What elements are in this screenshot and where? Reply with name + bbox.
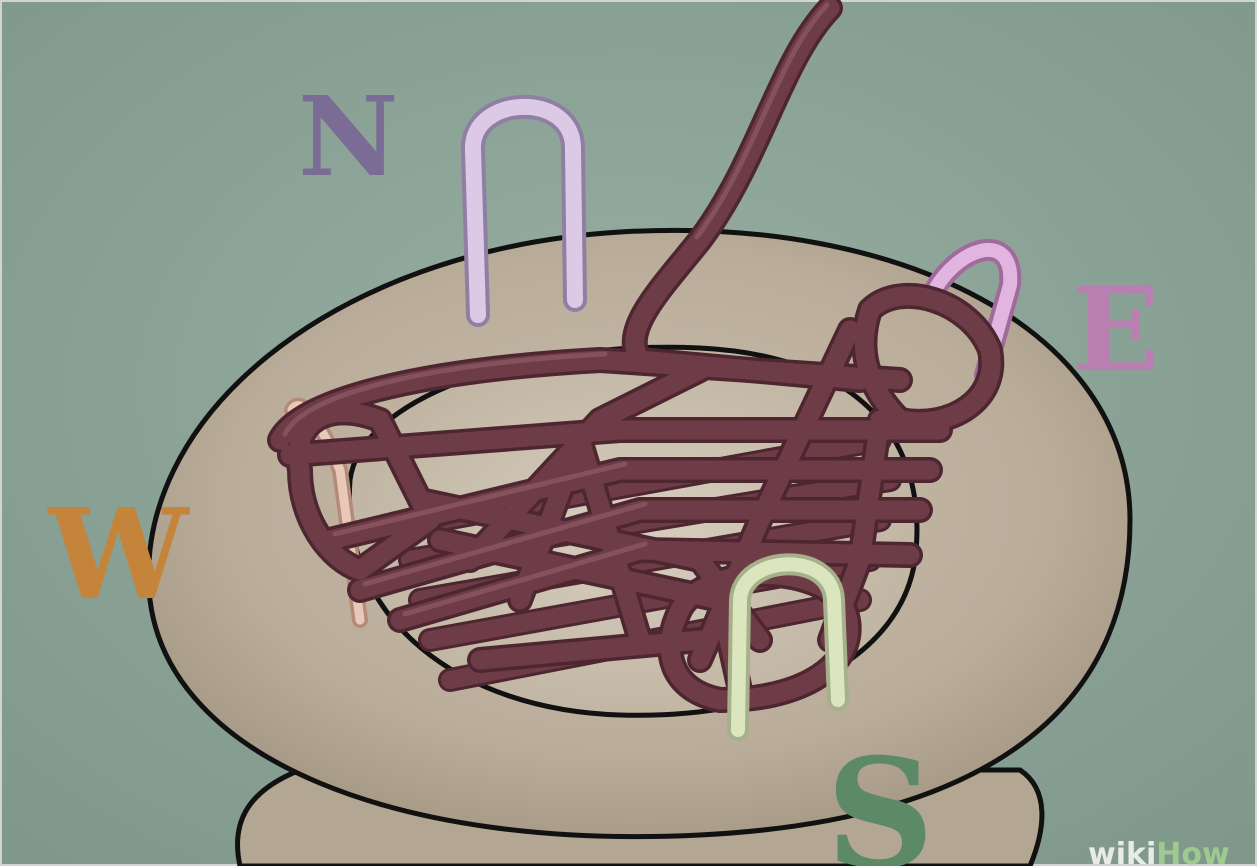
north-label: N xyxy=(298,72,399,201)
east-label: E xyxy=(1072,263,1160,398)
watermark-wiki: wiki xyxy=(1088,837,1156,866)
watermark-how: How xyxy=(1156,837,1229,866)
south-label: S xyxy=(826,726,934,866)
west-label: W xyxy=(46,482,190,628)
wikihow-watermark: wikiHow xyxy=(1088,837,1230,866)
